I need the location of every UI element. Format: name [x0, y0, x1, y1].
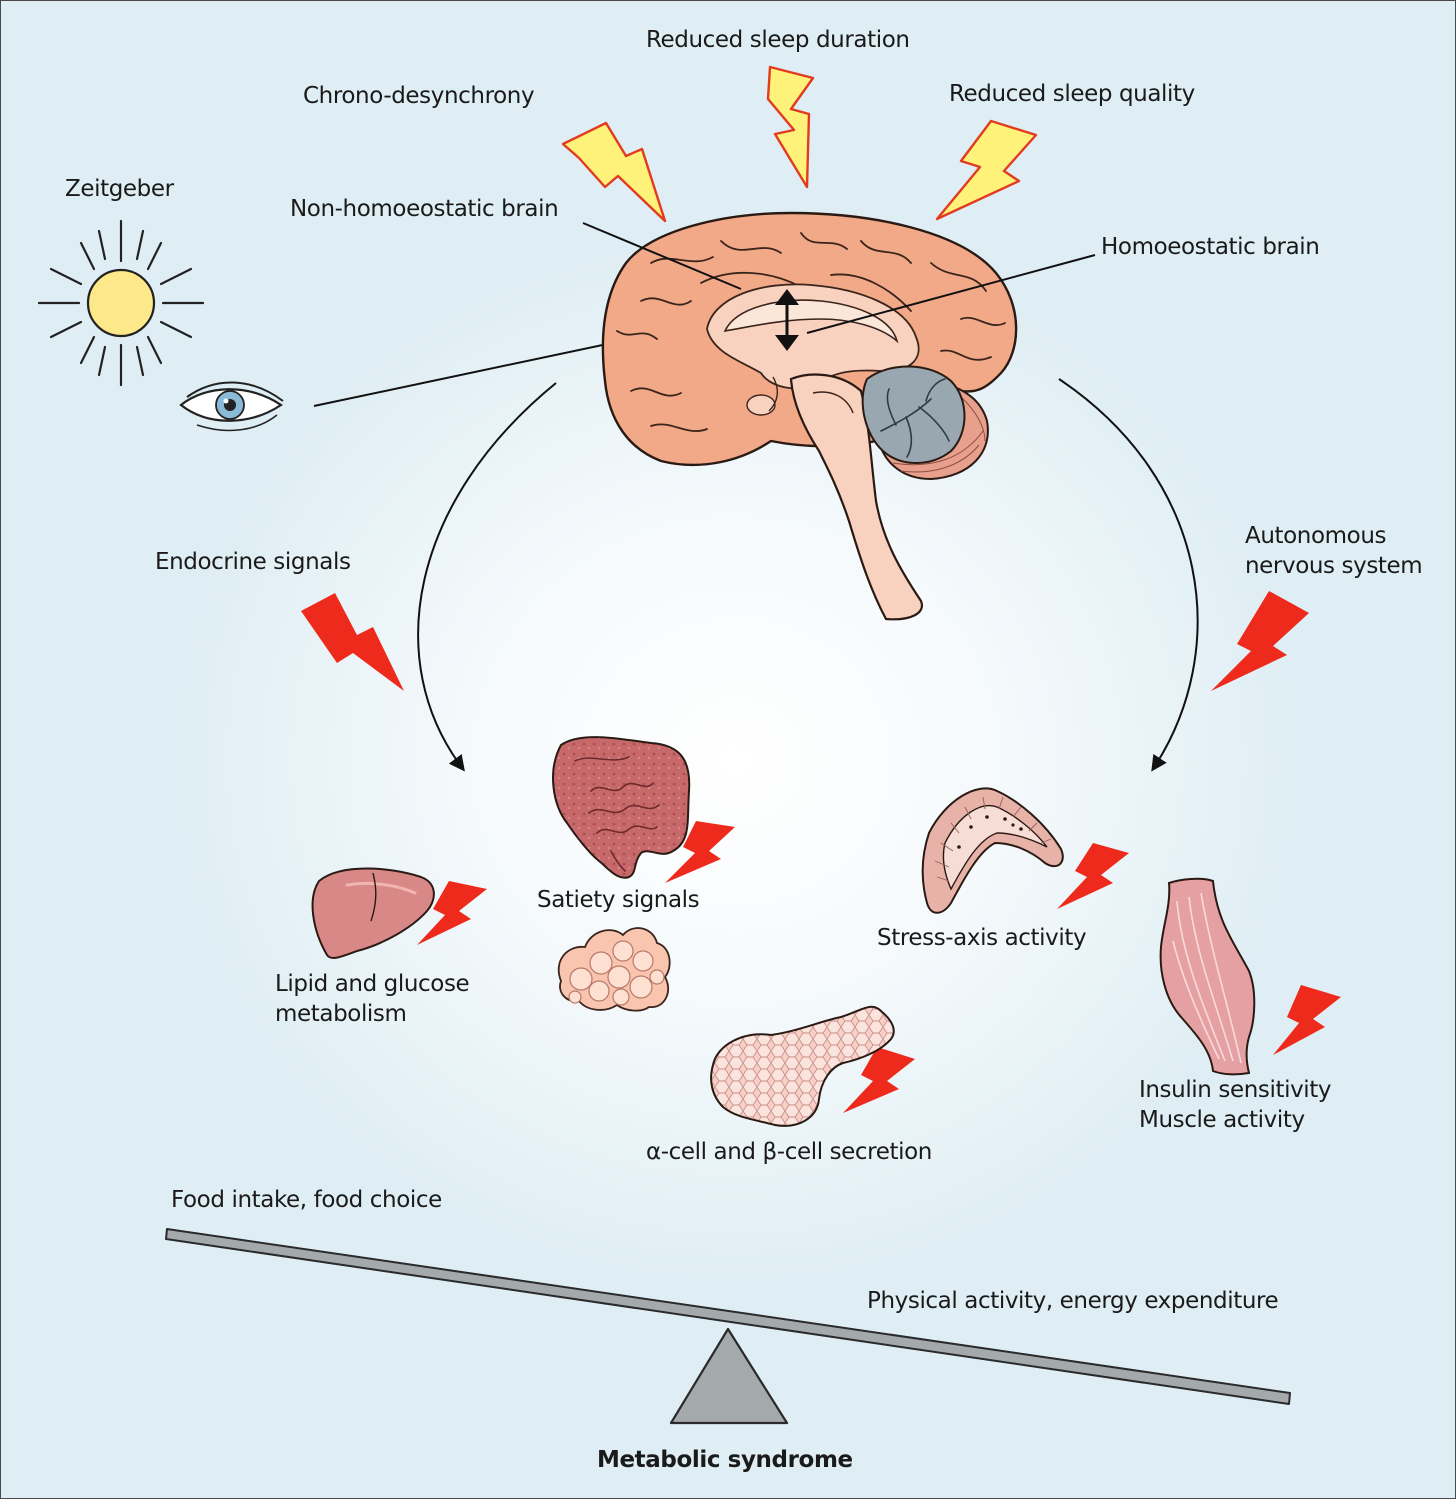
metabolic-syndrome-label: Metabolic syndrome: [597, 1447, 853, 1473]
endocrine-arrow: [417, 382, 557, 772]
lipid-glucose-metabolism-label: Lipid and glucose metabolism: [275, 971, 515, 1028]
reduced-sleep-quality-label: Reduced sleep quality: [949, 81, 1195, 107]
muscle-activity-line: Muscle activity: [1139, 1106, 1305, 1133]
brain-interaction-arrow: [775, 289, 799, 351]
insulin-muscle-label: Insulin sensitivity Muscle activity: [1139, 1077, 1379, 1134]
seesaw-beam: [165, 1228, 1291, 1405]
seesaw-icon: [165, 1228, 1291, 1425]
alpha-beta-cell-secretion-label: α-cell and β-cell secretion: [646, 1139, 932, 1165]
non-homoeostatic-brain-label: Non-homoeostatic brain: [290, 196, 559, 222]
seesaw-fulcrum: [669, 1327, 789, 1425]
lightning-bolt-icon: [301, 593, 404, 691]
lightning-bolt-icon: [417, 881, 487, 945]
zeitgeber-label: Zeitgeber: [65, 176, 174, 202]
lipid-line-1: Lipid and glucose: [275, 971, 470, 997]
adipose-icon: [557, 927, 671, 1012]
lightning-bolt-icon: [766, 65, 815, 189]
reduced-sleep-duration-label: Reduced sleep duration: [646, 27, 910, 53]
muscle-icon: [1159, 877, 1256, 1076]
lightning-bolt-icon: [1057, 843, 1129, 909]
non-homoeostatic-leader: [582, 222, 742, 290]
liver-icon: [311, 867, 435, 959]
lightning-bolt-icon: [561, 121, 667, 223]
lightning-bolt-icon: [1211, 591, 1309, 691]
lightning-bolt-icon: [935, 119, 1038, 221]
intestine-icon: [552, 736, 691, 879]
eye-icon: [179, 381, 284, 432]
sun-icon: [37, 219, 205, 387]
brain-icon: [601, 211, 1018, 621]
autonomous-nervous-system-label: Autonomous nervous system: [1245, 523, 1445, 580]
autonomous-arrow: [1058, 378, 1199, 772]
chrono-desynchrony-label: Chrono-desynchrony: [303, 83, 535, 109]
eye-brain-connector: [313, 338, 632, 407]
homoeostatic-leader: [806, 254, 1096, 334]
lightning-bolt-icon: [843, 1047, 915, 1113]
adrenal-icon: [921, 787, 1064, 914]
satiety-signals-label: Satiety signals: [537, 887, 700, 913]
insulin-sensitivity-line: Insulin sensitivity: [1139, 1077, 1332, 1103]
autonomous-line-1: Autonomous: [1245, 523, 1387, 549]
physical-activity-label: Physical activity, energy expenditure: [867, 1288, 1279, 1314]
lightning-bolt-icon: [1273, 985, 1341, 1055]
lipid-line-2: metabolism: [275, 1000, 407, 1027]
autonomous-line-2: nervous system: [1245, 552, 1423, 579]
stress-axis-activity-label: Stress-axis activity: [877, 925, 1087, 951]
pancreas-icon: [710, 1005, 895, 1127]
homoeostatic-brain-label: Homoeostatic brain: [1101, 234, 1320, 260]
lightning-bolt-icon: [665, 821, 735, 883]
food-intake-label: Food intake, food choice: [171, 1187, 442, 1213]
endocrine-signals-label: Endocrine signals: [155, 549, 351, 575]
